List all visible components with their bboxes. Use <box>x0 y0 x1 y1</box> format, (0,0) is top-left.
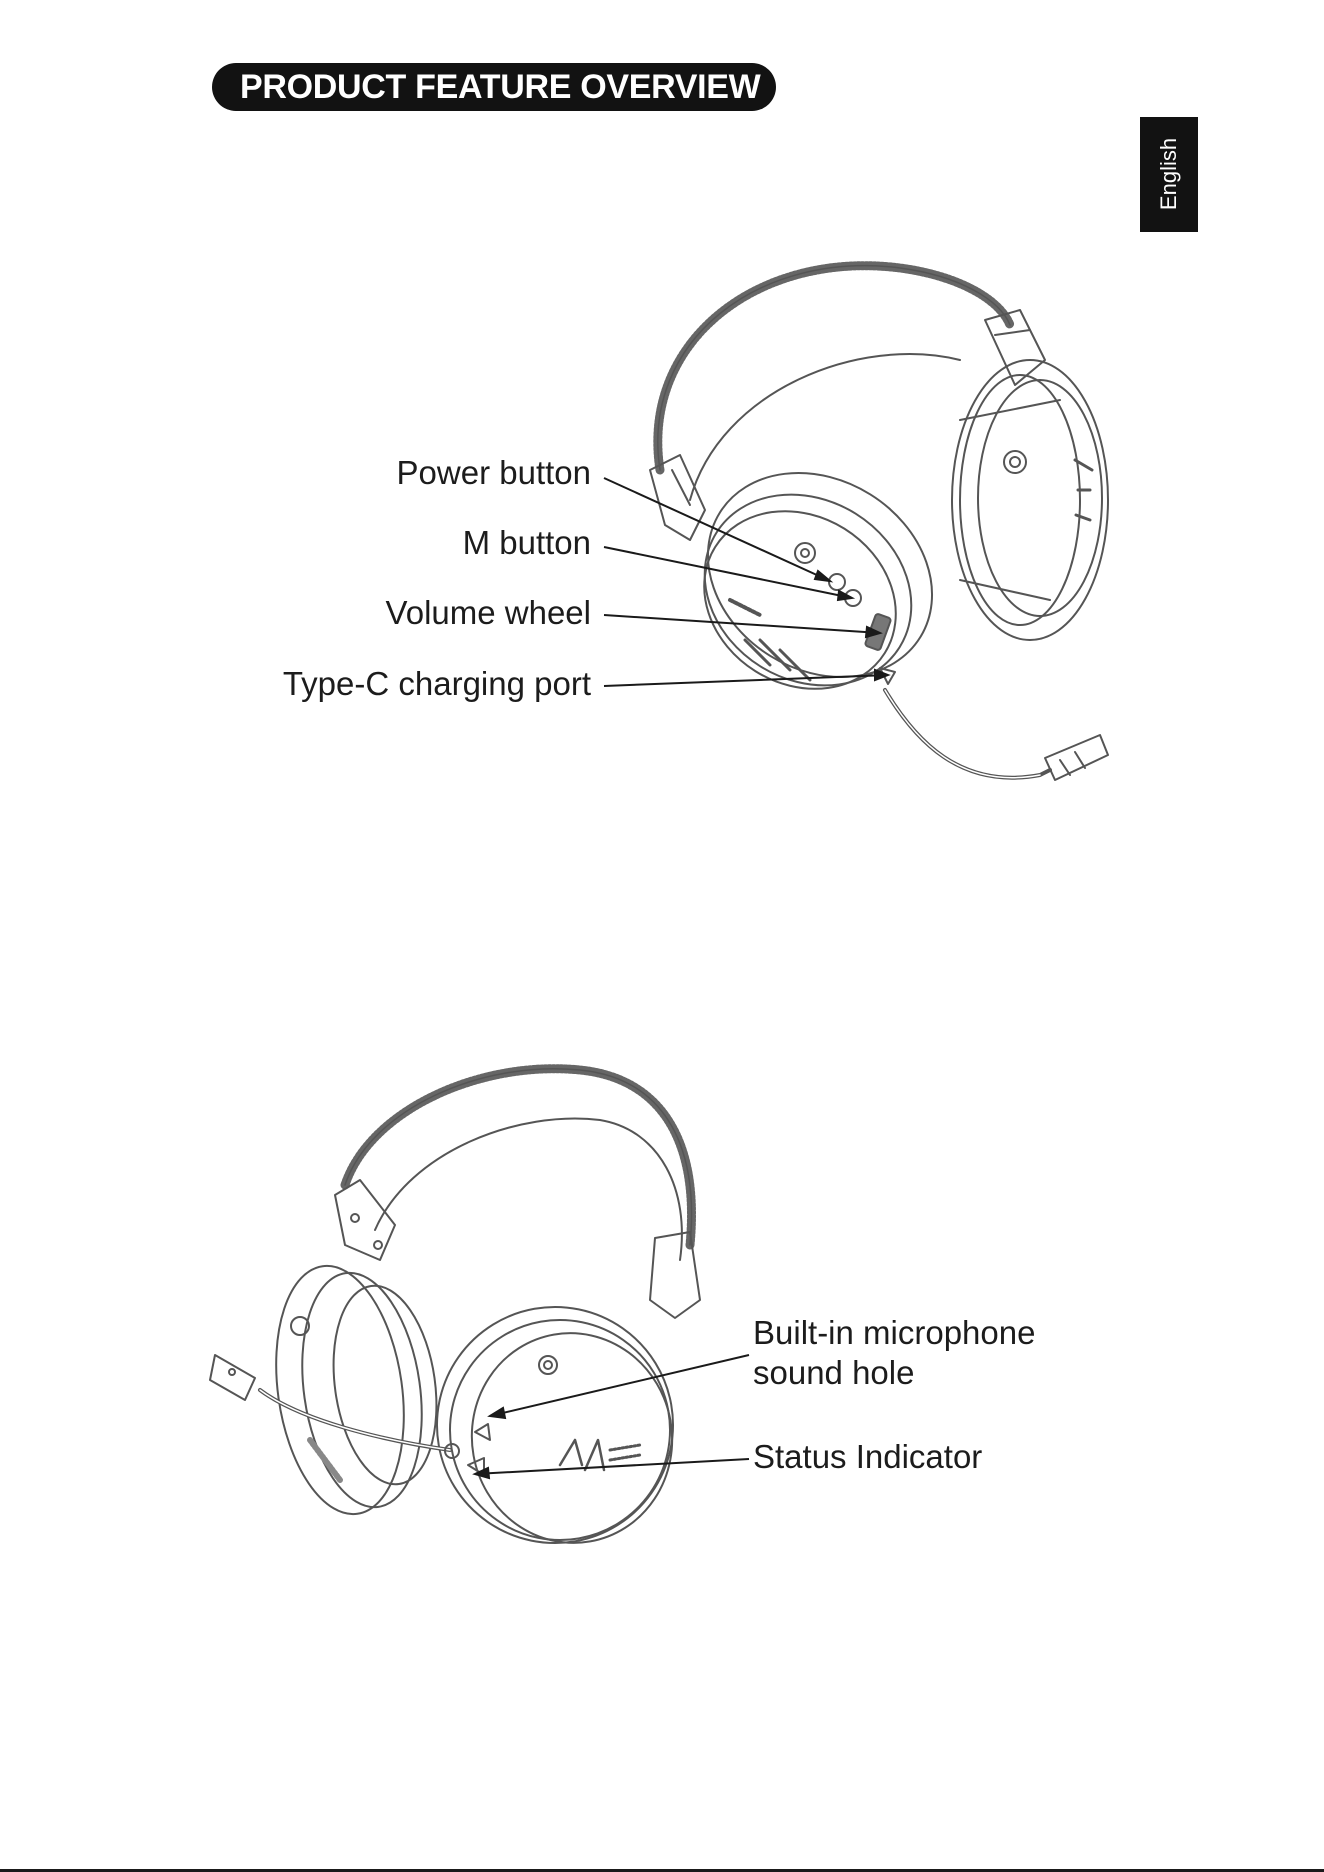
callout-volume-wheel: Volume wheel <box>386 593 591 633</box>
callout-m-button: M button <box>463 523 591 563</box>
callout-type-c-port: Type-C charging port <box>283 664 591 704</box>
callout-mic-hole-line1: Built-in microphone <box>753 1313 1035 1353</box>
callout-power-button: Power button <box>397 453 591 493</box>
callout-status-indicator: Status Indicator <box>753 1437 982 1477</box>
callout-mic-hole-line2: sound hole <box>753 1353 914 1393</box>
